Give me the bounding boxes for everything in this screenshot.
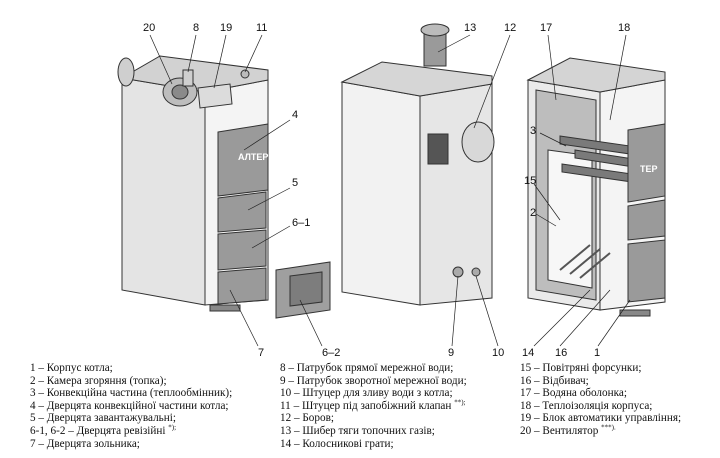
callout-labels: 20 8 19 11 4 5 6–1 7 6–2 13 12 9 10 17 1… (143, 22, 630, 359)
legend-item: 9 – Патрубок зворотної мережної води; (280, 374, 467, 387)
callout-20: 20 (143, 22, 155, 34)
legend-item: 4 – Дверцята конвекційної частини котла; (30, 399, 229, 412)
flue-outlet (461, 121, 495, 163)
front-doors (217, 123, 269, 305)
callout-6-1: 6–1 (292, 217, 310, 229)
callout-7: 7 (258, 347, 264, 359)
drain-fitting (471, 267, 481, 277)
door-ash (217, 267, 267, 305)
legend-item-text: 6-1, 6-2 – Дверцята ревізійні (30, 424, 166, 437)
callout-11: 11 (256, 22, 267, 34)
legend-column-1: 1 – Корпус котла; 2 – Камера згоряння (т… (30, 362, 232, 450)
callout-2: 2 (530, 207, 536, 219)
boiler-rear-view (340, 23, 495, 306)
boiler-section-view: ТЕР (526, 57, 666, 317)
legend-item: 3 – Конвекційна частина (теплообмінник); (30, 387, 233, 400)
damper-cap (420, 23, 450, 37)
revision-door-inner (289, 271, 323, 307)
section-foot (619, 309, 651, 317)
callout-1: 1 (594, 347, 600, 359)
callout-14: 14 (522, 347, 534, 359)
legend-item: 5 – Дверцята завантажувальні; (30, 412, 176, 425)
legend-item: 17 – Водяна оболонка; (520, 387, 627, 400)
brand-logo-section: ТЕР (640, 164, 658, 174)
boiler-front-side-face (121, 77, 206, 306)
callout-17: 17 (540, 22, 552, 34)
callout-4: 4 (292, 109, 298, 121)
callout-6-2: 6–2 (322, 347, 340, 359)
callout-8: 8 (193, 22, 199, 34)
leader-lines (149, 34, 631, 347)
callout-10: 10 (492, 347, 504, 359)
legend-item: 16 – Відбивач; (520, 374, 589, 387)
legend-item: 12 – Боров; (280, 412, 334, 425)
automation-block (197, 83, 233, 109)
callout-15: 15 (524, 175, 536, 187)
side-flue-stub (117, 57, 135, 87)
brand-logo-front: АЛТЕР (238, 152, 268, 162)
legend-footnote: *); (168, 423, 177, 432)
legend-item: 10 – Штуцер для зливу води з котла; (280, 387, 453, 400)
parts-legend: 1 – Корпус котла; 2 – Камера згоряння (т… (0, 362, 720, 458)
callout-3: 3 (530, 125, 536, 137)
section-top (526, 57, 666, 93)
door-loading (217, 191, 267, 233)
legend-item: 14 – Колосникові грати; (280, 437, 394, 450)
fan-blades (171, 84, 189, 100)
legend-item: 19 – Блок автоматики управління; (520, 412, 682, 425)
legend-item: 2 – Камера згоряння (топка); (30, 374, 167, 387)
detached-revision-door (275, 261, 331, 319)
flue-plate (427, 133, 449, 165)
legend-item: 7 – Дверцята зольника; (30, 437, 140, 450)
callout-18: 18 (618, 22, 630, 34)
section-doors (627, 123, 666, 303)
legend-footnote: **); (454, 398, 466, 407)
legend-item: 13 – Шибер тяги топочних газів; (280, 424, 435, 437)
boiler-front-view: АЛТЕР (117, 55, 269, 312)
safety-valve-fitting (240, 69, 250, 79)
legend-item-text: 11 – Штуцер під запобіжний клапан (280, 399, 452, 412)
return-pipe-fitting (452, 266, 464, 278)
legend-item: 15 – Повітряні форсунки; (520, 362, 642, 374)
boiler-front-foot (209, 304, 241, 312)
door-convective (217, 123, 269, 197)
grate-bars (559, 244, 611, 279)
legend-column-2: 8 – Патрубок прямої мережної води; 9 – П… (280, 362, 467, 450)
legend-item: 20 – Вентилятор ***). (520, 423, 681, 438)
legend-item-text: 20 – Вентилятор (520, 424, 599, 437)
callout-13: 13 (464, 22, 476, 34)
callout-12: 12 (504, 22, 516, 34)
legend-item: 6-1, 6-2 – Дверцята ревізійні *); (30, 423, 232, 438)
legend-item: 8 – Патрубок прямої мережної води; (280, 362, 454, 374)
callout-5: 5 (292, 177, 298, 189)
flow-pipe (182, 69, 194, 87)
door-revision (217, 229, 267, 271)
callout-9: 9 (448, 347, 454, 359)
legend-footnote: ***). (601, 423, 616, 432)
boiler-rear-side-face (341, 81, 421, 306)
boiler-diagram: АЛТЕР (117, 22, 666, 359)
legend-item: 1 – Корпус котла; (30, 362, 113, 374)
callout-16: 16 (555, 347, 567, 359)
callout-19: 19 (220, 22, 232, 34)
legend-item: 18 – Теплоізоляція корпуса; (520, 399, 653, 412)
legend-item: 11 – Штуцер під запобіжний клапан **); (280, 398, 467, 413)
boiler-rear-top (340, 61, 493, 97)
legend-column-3: 15 – Повітряні форсунки; 16 – Відбивач; … (520, 362, 681, 438)
